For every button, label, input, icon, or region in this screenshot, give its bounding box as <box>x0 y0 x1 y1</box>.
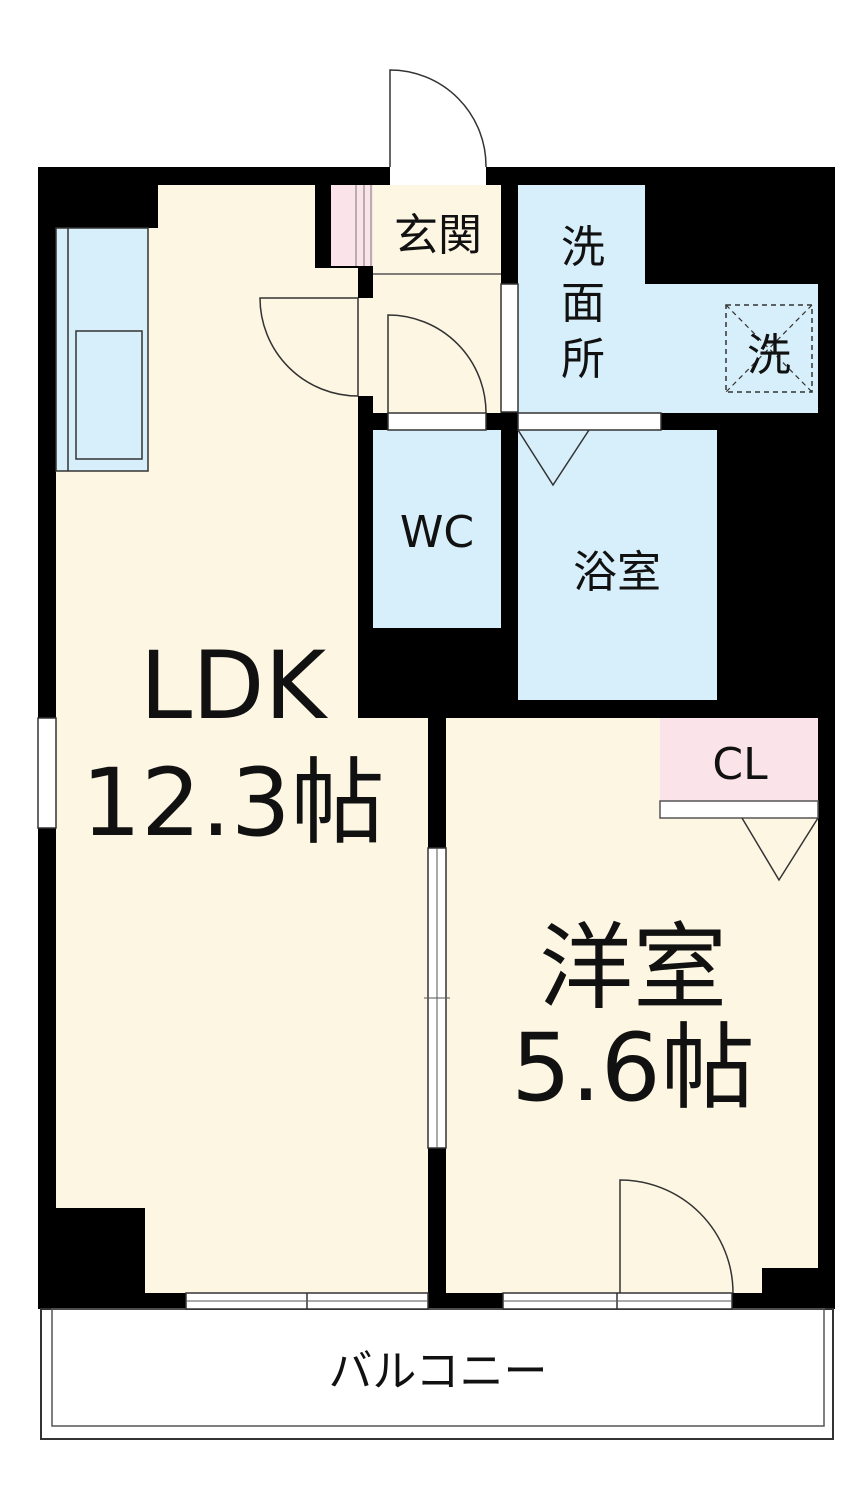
wc-floor <box>373 430 501 628</box>
closet-label: CL <box>712 739 768 790</box>
bath-floor <box>518 430 717 700</box>
western-door-swing <box>619 1179 734 1294</box>
washer-label: 洗 <box>747 330 791 381</box>
washing-machine-cross-1 <box>725 304 813 393</box>
wc-door-swing <box>387 314 487 414</box>
ldk-side-window <box>37 717 57 829</box>
front-door-opening <box>390 167 486 185</box>
washroom-label-3: 所 <box>561 334 605 385</box>
balcony-inner-edge <box>51 1308 825 1427</box>
entrance-floor <box>373 185 501 413</box>
ldk-floor <box>56 185 428 1293</box>
entrance-label: 玄関 <box>394 210 482 261</box>
balcony <box>40 1308 834 1440</box>
western-room-size-label: 5.6帖 <box>511 1014 755 1123</box>
washroom-door <box>500 283 519 413</box>
wc-door-opening <box>387 412 487 431</box>
ldk-door-opening <box>358 298 373 396</box>
washroom-label-2: 面 <box>561 278 605 329</box>
bath-door-opening <box>517 412 662 431</box>
balcony-label: バルコニー <box>328 1346 547 1397</box>
ldk-size-label: 12.3帖 <box>81 749 384 858</box>
ldk-name-label: LDK <box>140 632 329 741</box>
kitchen-sink <box>75 330 143 460</box>
western-room-name-label: 洋室 <box>539 914 727 1023</box>
closet-folding-door <box>741 817 819 882</box>
front-door-swing <box>389 69 487 168</box>
washroom-floor <box>518 185 818 413</box>
washroom-label-1: 洗 <box>561 222 605 273</box>
western-room-floor <box>446 718 818 1293</box>
bath-folding-door <box>517 429 590 487</box>
bath-label: 浴室 <box>573 547 661 598</box>
wc-label: WC <box>400 507 474 558</box>
washing-machine-space <box>725 304 813 393</box>
washing-machine-cross-2 <box>725 304 813 393</box>
shoe-cabinet <box>331 185 373 266</box>
closet-floor <box>660 718 818 801</box>
closet-door-track <box>659 800 819 819</box>
